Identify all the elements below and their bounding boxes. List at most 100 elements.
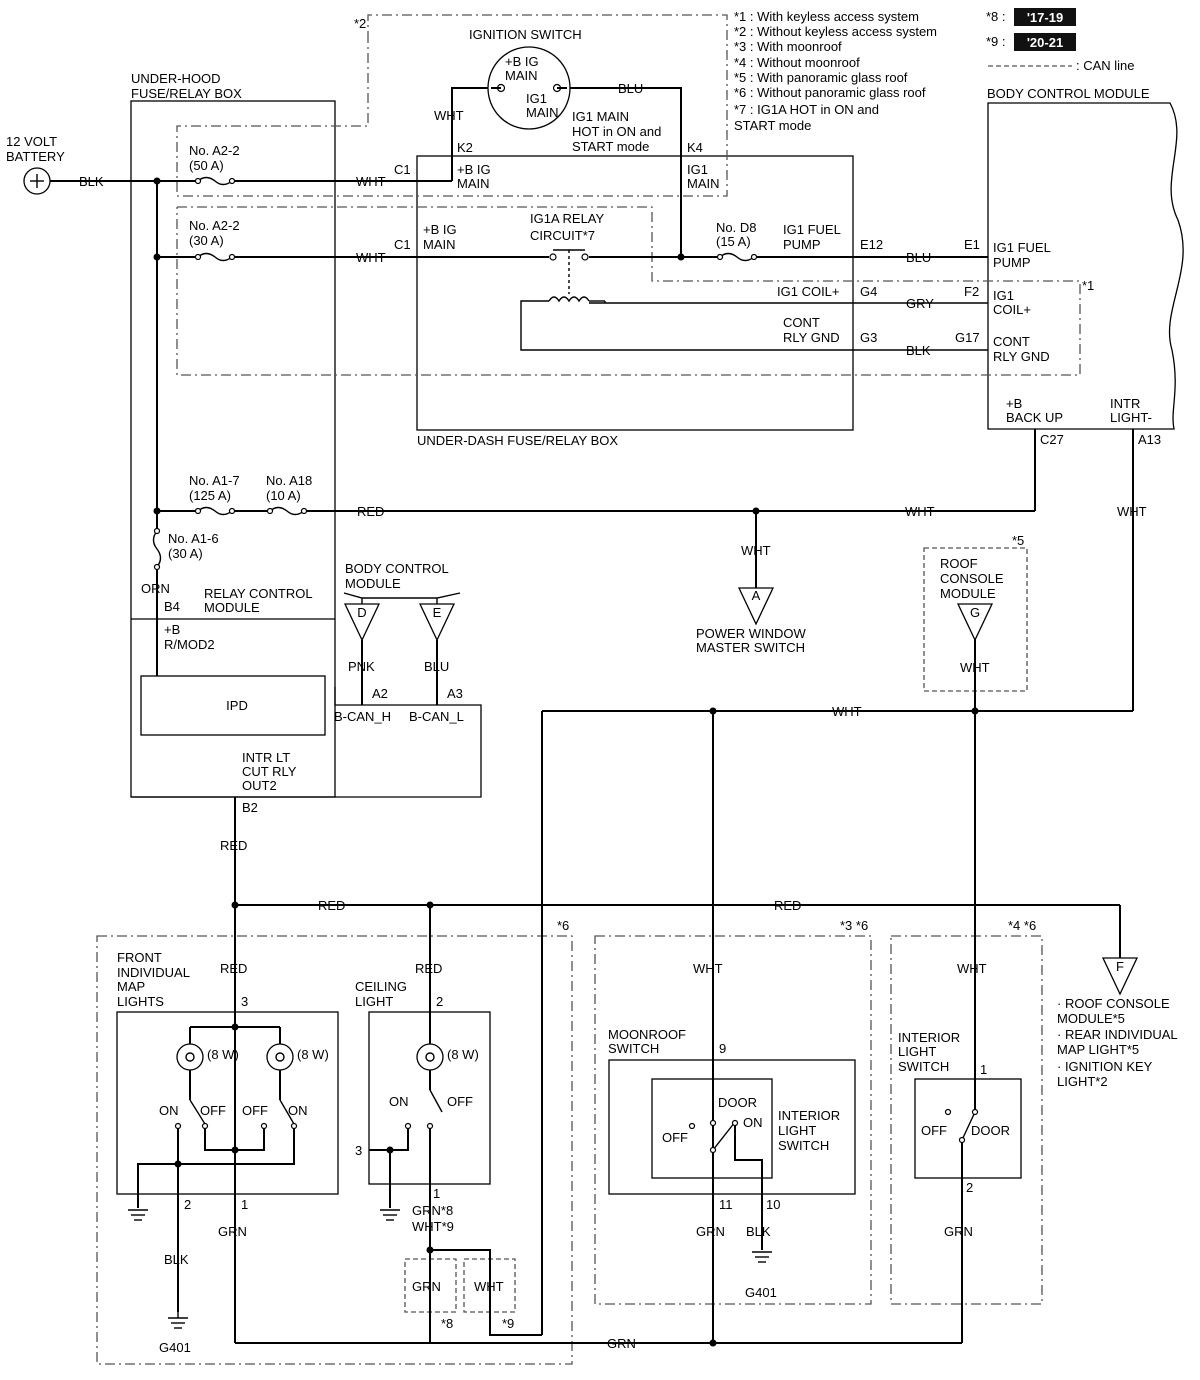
map-lights-2: INDIVIDUAL — [117, 965, 190, 980]
option-box-star1 — [176, 206, 1081, 376]
fuel-pump-label-2: PUMP — [783, 237, 821, 252]
note-star2: *2 — [354, 16, 366, 31]
wire-pnk: PNK — [348, 659, 375, 674]
ceiling-star9: *9 — [502, 1316, 514, 1331]
k4-label-2: MAIN — [687, 176, 720, 191]
fuse-d8-rating: (15 A) — [716, 234, 751, 249]
conn-f-note-5: · IGNITION KEY — [1057, 1059, 1153, 1074]
relay-control-module-outline — [131, 687, 482, 798]
legend: *1 : With keyless access system *2 : Wit… — [734, 8, 1135, 133]
ipd-label: IPD — [226, 698, 248, 713]
ground-g401-left-icon — [168, 1312, 188, 1329]
relay-control-module-label-2: MODULE — [204, 600, 260, 615]
labels-map-lights: *6 FRONT INDIVIDUAL MAP LIGHTS RED 3 (8 … — [117, 918, 569, 1355]
underhood-title-2: FUSE/RELAY BOX — [131, 86, 242, 101]
bcan-h: B-CAN_H — [334, 709, 391, 724]
battery-label-1: 12 VOLT — [6, 134, 57, 149]
conn-g: G — [970, 605, 980, 620]
pin-a2: A2 — [372, 686, 388, 701]
ceiling-star8: *8 — [441, 1316, 453, 1331]
moonroof-wht: WHT — [693, 961, 723, 976]
interior-light-switch-box — [914, 1078, 1022, 1179]
bcm-fuel-1: IG1 FUEL — [993, 240, 1051, 255]
roof-console-3: MODULE — [940, 586, 996, 601]
pin-a3: A3 — [447, 686, 463, 701]
pin-c27: C27 — [1040, 432, 1064, 447]
battery-wire-color: BLK — [79, 174, 104, 189]
map-lights-box — [116, 1011, 339, 1195]
fuse-a16-rating: (30 A) — [168, 546, 203, 561]
ig1a-relay-label-2: CIRCUIT*7 — [530, 228, 595, 243]
bcm-backup-2: BACK UP — [1006, 410, 1063, 425]
moonroof-on: ON — [743, 1115, 763, 1130]
bcm-backup-1: +B — [1006, 396, 1022, 411]
legend-note-1: *1 : With keyless access system — [734, 9, 919, 24]
moonroof-switch-box — [608, 1059, 856, 1195]
cont-label-1: CONT — [783, 315, 820, 330]
moonroof-pin9: 9 — [719, 1041, 726, 1056]
cont-label-2: RLY GND — [783, 330, 840, 345]
ceiling-on: ON — [389, 1094, 409, 1109]
relay-control-module-label-1: RELAY CONTROL — [204, 586, 313, 601]
pin-b4: B4 — [164, 599, 180, 614]
ceiling-box-grn: GRN — [412, 1279, 441, 1294]
ig1-hot-3: START mode — [572, 139, 649, 154]
note-star1: *1 — [1082, 278, 1094, 293]
option-box-moonroof — [594, 935, 872, 1305]
bigmain-label-2: MAIN — [423, 237, 456, 252]
interior-off: OFF — [921, 1123, 947, 1138]
fuse-symbols — [152, 176, 758, 571]
pwms-label-2: MASTER SWITCH — [696, 640, 805, 655]
ceiling-w: (8 W) — [447, 1047, 479, 1062]
junction-dots — [153, 177, 979, 1347]
orn-wire-color: ORN — [141, 581, 170, 596]
moonroof-door: DOOR — [718, 1095, 757, 1110]
underdash-title: UNDER-DASH FUSE/RELAY BOX — [417, 433, 618, 448]
bcm-cont-2: RLY GND — [993, 349, 1050, 364]
pin-e1: E1 — [964, 237, 980, 252]
fuse-a18-rating: (10 A) — [266, 488, 301, 503]
year-badge-8-text: '17-19 — [1027, 10, 1063, 25]
map-lights-on1: ON — [159, 1103, 179, 1118]
bcm-intr-1: INTR — [1110, 396, 1140, 411]
wire-wht-a: WHT — [741, 543, 771, 558]
legend-note-6: *6 : Without panoramic glass roof — [734, 85, 926, 100]
labels-connectors: A POWER WINDOW MASTER SWITCH *5 ROOF CON… — [334, 533, 1178, 1089]
moonroof-off: OFF — [662, 1130, 688, 1145]
moonroof-ils-1: INTERIOR — [778, 1108, 840, 1123]
legend-note-3: *3 : With moonroof — [734, 39, 842, 54]
fuse-a17-label: No. A1-7 — [189, 473, 240, 488]
rmod2-label-1: +B — [164, 622, 180, 637]
map-lights-3: MAP — [117, 979, 145, 994]
k4-label-1: IG1 — [687, 162, 708, 177]
labels-moonroof: *3 *6 WHT MOONROOF SWITCH 9 DOOR OFF ON … — [608, 918, 868, 1300]
bcm-can-label-1: BODY CONTROL — [345, 561, 449, 576]
legend-note-4: *4 : Without moonroof — [734, 55, 860, 70]
k2-label-1: +B IG — [457, 162, 491, 177]
underhood-title-1: UNDER-HOOD — [131, 71, 221, 86]
bcm-coil-2: COIL+ — [993, 302, 1031, 317]
intr-lt-label-1: INTR LT — [242, 750, 290, 765]
bcm-intr-2: LIGHT- — [1110, 410, 1152, 425]
ceiling-box-wht: WHT — [474, 1279, 504, 1294]
interior-pin2: 2 — [966, 1180, 973, 1195]
option-box-interior — [890, 935, 1043, 1305]
labels-battery: 12 VOLT BATTERY BLK — [6, 134, 104, 189]
ceiling-pin2: 2 — [436, 994, 443, 1009]
ignition-bmain-1: +B IG — [505, 54, 539, 69]
bigmain-label-1: +B IG — [423, 222, 457, 237]
pin-g4: G4 — [860, 284, 877, 299]
pin-b2: B2 — [242, 800, 258, 815]
year-badge-9-text: '20-21 — [1027, 35, 1063, 50]
conn-e: E — [433, 605, 442, 620]
map-lights-pin1: 1 — [241, 1197, 248, 1212]
map-lights-w2: (8 W) — [297, 1047, 329, 1062]
pin-g17: G17 — [955, 330, 980, 345]
moonroof-label-1: MOONROOF — [608, 1027, 686, 1042]
conn-f: F — [1116, 959, 1124, 974]
wire-red-bus-2: RED — [774, 898, 801, 913]
intr-lt-label-2: CUT RLY — [242, 764, 297, 779]
fuse-a18-label: No. A18 — [266, 473, 312, 488]
ignition-switch-symbol — [487, 46, 571, 130]
labels-ignition: *2 IGNITION SWITCH +B IG MAIN IG1 MAIN B… — [354, 16, 661, 154]
